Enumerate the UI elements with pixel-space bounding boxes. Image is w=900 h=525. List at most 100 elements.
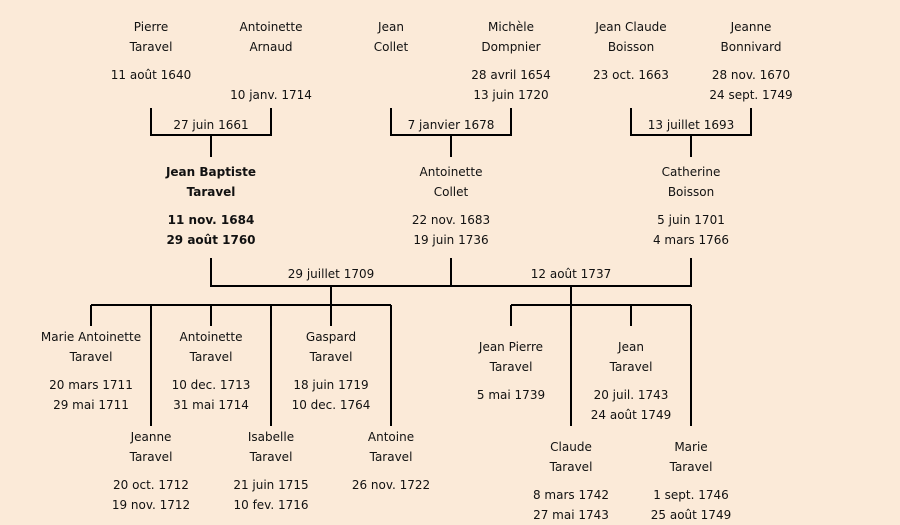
- first-name: Jean: [378, 20, 404, 34]
- last-name: Taravel: [129, 450, 173, 464]
- first-name: Marie Antoinette: [40, 330, 142, 344]
- last-name: Dompnier: [481, 40, 541, 54]
- last-name: Taravel: [549, 460, 593, 474]
- last-name: Arnaud: [249, 40, 293, 54]
- death-date: 29 mai 1711: [53, 398, 129, 412]
- marriage-date: 29 juillet 1709: [287, 267, 375, 281]
- death-date: 24 août 1749: [590, 408, 672, 422]
- birth-date: 28 nov. 1670: [711, 68, 791, 82]
- last-name: Taravel: [69, 350, 113, 364]
- death-date: 31 mai 1714: [173, 398, 249, 412]
- marriage-bracket-parents: [210, 258, 692, 287]
- last-name: Taravel: [189, 350, 233, 364]
- death-date: 10 fev. 1716: [233, 498, 309, 512]
- first-name: Gaspard: [305, 330, 357, 344]
- person-gaspard-taravel: Gaspard Taravel 18 juin 1719 10 dec. 176…: [256, 327, 406, 415]
- person-antoine-taravel: Antoine Taravel 26 nov. 1722: [316, 427, 466, 515]
- first-name: Isabelle: [247, 430, 295, 444]
- death-date: 4 mars 1766: [652, 233, 730, 247]
- person-pierre-taravel: Pierre Taravel 11 août 1640: [76, 17, 226, 105]
- birth-date: 1 sept. 1746: [653, 488, 729, 502]
- death-date: 24 sept. 1749: [709, 88, 793, 102]
- person-antoinette-arnaud: Antoinette Arnaud 10 janv. 1714: [196, 17, 346, 105]
- birth-date: 18 juin 1719: [293, 378, 369, 392]
- person-antoinette-taravel: Antoinette Taravel 10 dec. 1713 31 mai 1…: [136, 327, 286, 415]
- birth-date: 28 avril 1654: [471, 68, 551, 82]
- marriage-date: 12 août 1737: [530, 267, 612, 281]
- person-jeanne-taravel: Jeanne Taravel 20 oct. 1712 19 nov. 1712: [76, 427, 226, 515]
- birth-date: 10 dec. 1713: [171, 378, 251, 392]
- last-name: Taravel: [309, 350, 353, 364]
- person-marie-antoinette-taravel: Marie Antoinette Taravel 20 mars 1711 29…: [16, 327, 166, 415]
- birth-date: 26 nov. 1722: [351, 478, 431, 492]
- person-jean-claude-boisson: Jean Claude Boisson 23 oct. 1663: [556, 17, 706, 105]
- death-date: 25 août 1749: [650, 508, 732, 522]
- first-name: Jeanne: [730, 20, 772, 34]
- first-name: Jean Pierre: [478, 340, 544, 354]
- person-jean-taravel: Jean Taravel 20 juil. 1743 24 août 1749: [556, 337, 706, 425]
- birth-date: 11 août 1640: [110, 68, 192, 82]
- last-name: Taravel: [186, 185, 236, 199]
- first-name: Michèle: [488, 20, 534, 34]
- last-name: Taravel: [249, 450, 293, 464]
- person-jeanne-bonnivard: Jeanne Bonnivard 28 nov. 1670 24 sept. 1…: [676, 17, 826, 105]
- first-name: Jean: [618, 340, 644, 354]
- birth-date: 20 oct. 1712: [113, 478, 189, 492]
- last-name: Taravel: [489, 360, 533, 374]
- last-name: Collet: [373, 40, 409, 54]
- first-name: Pierre: [133, 20, 169, 34]
- last-name: Taravel: [369, 450, 413, 464]
- person-claude-taravel: Claude Taravel 8 mars 1742 27 mai 1743: [496, 437, 646, 525]
- birth-date: 21 juin 1715: [233, 478, 309, 492]
- birth-date: 5 juin 1701: [657, 213, 725, 227]
- first-name: Jean Claude: [595, 20, 667, 34]
- first-name: Catherine: [661, 165, 721, 179]
- first-name: Claude: [550, 440, 592, 454]
- first-name: Jeanne: [130, 430, 172, 444]
- last-name: Bonnivard: [720, 40, 782, 54]
- last-name: Boisson: [607, 40, 655, 54]
- death-date: 27 mai 1743: [533, 508, 609, 522]
- marriage-bracket-boisson-bonnivard: [630, 108, 752, 157]
- marriage-date: 27 juin 1661: [173, 118, 249, 132]
- children-connector-first: [90, 286, 392, 426]
- first-name: Marie: [674, 440, 708, 454]
- birth-date: 22 nov. 1683: [411, 213, 491, 227]
- person-jean-collet: Jean Collet: [316, 17, 466, 105]
- death-date: [316, 495, 466, 515]
- last-name: Taravel: [609, 360, 653, 374]
- birth-date: 5 mai 1739: [476, 388, 546, 402]
- birth-date: 11 nov. 1684: [167, 213, 255, 227]
- death-date: 10 janv. 1714: [230, 88, 312, 102]
- birth-date: 20 mars 1711: [49, 378, 133, 392]
- first-name: Jean Baptiste: [165, 165, 257, 179]
- last-name: Boisson: [667, 185, 715, 199]
- person-isabelle-taravel: Isabelle Taravel 21 juin 1715 10 fev. 17…: [196, 427, 346, 515]
- person-jean-pierre-taravel: Jean Pierre Taravel 5 mai 1739: [436, 337, 586, 425]
- death-date: 13 juin 1720: [473, 88, 549, 102]
- first-name: Antoine: [367, 430, 415, 444]
- marriage-bracket-taravel-arnaud: [150, 108, 272, 157]
- first-name: Antoinette: [419, 165, 483, 179]
- marriage-date: 7 janvier 1678: [407, 118, 495, 132]
- person-marie-taravel: Marie Taravel 1 sept. 1746 25 août 1749: [616, 437, 766, 525]
- birth-date: 8 mars 1742: [532, 488, 610, 502]
- person-antoinette-collet: Antoinette Collet 22 nov. 1683 19 juin 1…: [376, 162, 526, 250]
- marriage-bracket-collet-dompnier: [390, 108, 512, 157]
- last-name: Taravel: [129, 40, 173, 54]
- person-michele-dompnier: Michèle Dompnier 28 avril 1654 13 juin 1…: [436, 17, 586, 105]
- marriage-date: 13 juillet 1693: [647, 118, 735, 132]
- death-date: 29 août 1760: [166, 233, 256, 247]
- birth-date: 20 juil. 1743: [593, 388, 669, 402]
- birth-date: 23 oct. 1663: [593, 68, 669, 82]
- death-date: 19 juin 1736: [413, 233, 489, 247]
- last-name: Collet: [433, 185, 469, 199]
- person-jean-baptiste-taravel: Jean Baptiste Taravel 11 nov. 1684 29 ao…: [136, 162, 286, 250]
- person-catherine-boisson: Catherine Boisson 5 juin 1701 4 mars 176…: [616, 162, 766, 250]
- death-date: 10 dec. 1764: [291, 398, 371, 412]
- last-name: Taravel: [669, 460, 713, 474]
- death-date: 19 nov. 1712: [111, 498, 191, 512]
- children-connector-second: [510, 286, 692, 426]
- first-name: Antoinette: [239, 20, 303, 34]
